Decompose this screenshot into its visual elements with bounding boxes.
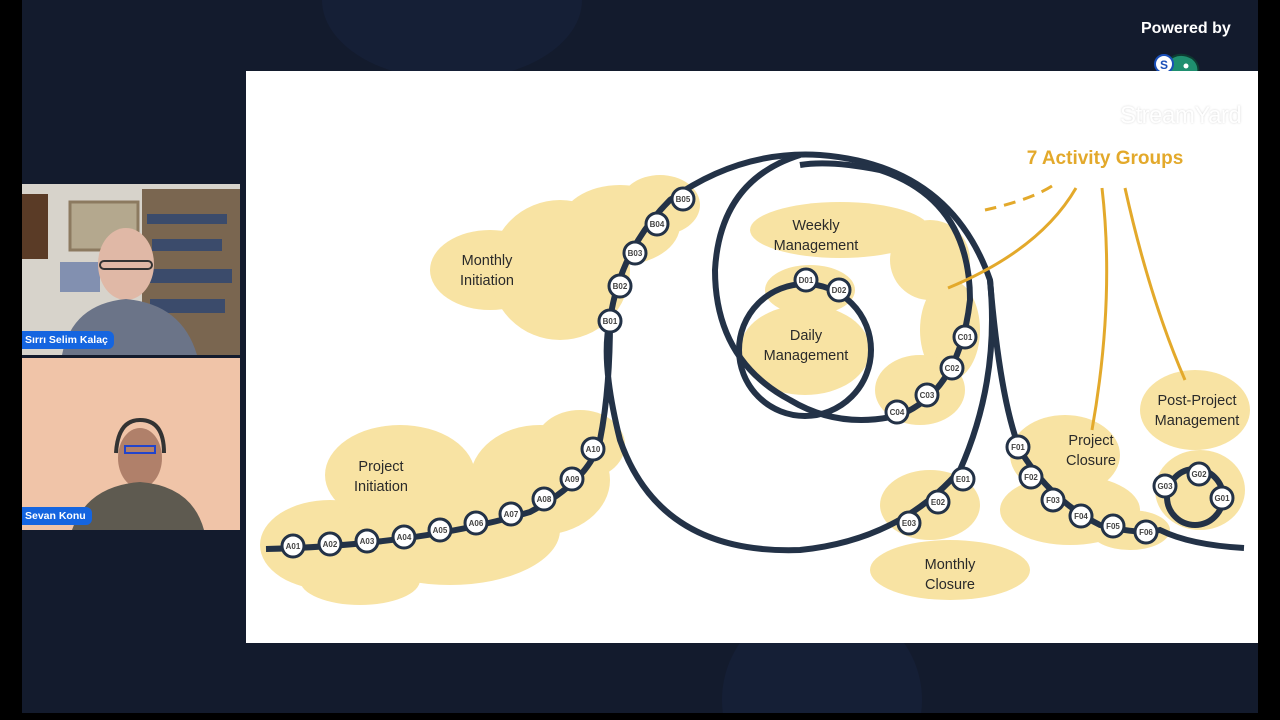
activity-node-label: A06: [469, 519, 484, 528]
activity-node-label: D02: [832, 286, 847, 295]
activity-node: [670, 186, 696, 212]
powered-by-label: Powered by: [1141, 20, 1231, 37]
activity-node-label: F03: [1046, 496, 1060, 505]
participant-name-tag: Sevan Konu: [22, 507, 92, 525]
activity-node: [1152, 473, 1178, 499]
activity-node-label: A09: [565, 475, 580, 484]
activity-node-label: A01: [286, 542, 301, 551]
activity-node: [1005, 434, 1031, 460]
activity-node: [1040, 487, 1066, 513]
activity-nodes: A01 A02 A03 A04 A05 A06 A07 A08 A09 A10 B01 B02 B03 B…: [280, 186, 1235, 559]
activity-node-label: E01: [956, 475, 971, 484]
activity-node-label: A05: [433, 526, 448, 535]
activity-node-label: C03: [920, 391, 935, 400]
activity-node: [280, 533, 306, 559]
activity-node: [531, 486, 557, 512]
activity-node-label: B05: [676, 195, 691, 204]
activity-node-label: F06: [1139, 528, 1153, 537]
activity-node-label: A03: [360, 537, 375, 546]
activity-node: [644, 211, 670, 237]
background-shape: [322, 0, 582, 80]
activity-node-label: B03: [628, 249, 643, 258]
activity-node: [896, 510, 922, 536]
activity-node: [884, 399, 910, 425]
participant-video-tile[interactable]: Sırrı Selim Kalaç: [22, 184, 240, 355]
activity-node: [925, 489, 951, 515]
activity-node: [793, 267, 819, 293]
activity-node: [1186, 461, 1212, 487]
activity-node-label: C02: [945, 364, 960, 373]
activity-node-label: E03: [902, 519, 917, 528]
activity-node-label: A02: [323, 540, 338, 549]
activity-node: [826, 277, 852, 303]
video-feed: [22, 184, 240, 355]
activity-node-label: A10: [586, 445, 601, 454]
activity-node-label: G01: [1214, 494, 1230, 503]
activity-node: [1209, 485, 1235, 511]
activity-node-label: G03: [1157, 482, 1173, 491]
activity-node: [391, 524, 417, 550]
activity-node: [914, 382, 940, 408]
activity-node-label: D01: [799, 276, 814, 285]
svg-text:S: S: [1160, 58, 1168, 72]
activity-node-label: A08: [537, 495, 552, 504]
video-feed: [22, 358, 240, 530]
activity-node-label: F01: [1011, 443, 1025, 452]
activity-node-label: E02: [931, 498, 946, 507]
activity-node: [463, 510, 489, 536]
activity-node: [607, 273, 633, 299]
activity-node: [317, 531, 343, 557]
slide-title: 7 Activity Groups: [1027, 148, 1184, 169]
activity-node: [952, 324, 978, 350]
activity-node: [1100, 513, 1126, 539]
activity-node: [597, 308, 623, 334]
activity-node-label: C04: [890, 408, 905, 417]
activity-node-label: C01: [958, 333, 973, 342]
activity-node-label: F02: [1024, 473, 1038, 482]
activity-node: [950, 466, 976, 492]
activity-node: [939, 355, 965, 381]
activity-node-label: F05: [1106, 522, 1120, 531]
activity-group-pointers: [947, 184, 1187, 431]
activity-node: [622, 240, 648, 266]
activity-node-label: B02: [613, 282, 628, 291]
activity-node: [1133, 519, 1159, 545]
activity-node-label: F04: [1074, 512, 1088, 521]
activity-node: [580, 436, 606, 462]
participant-name-tag: Sırrı Selim Kalaç: [22, 331, 114, 349]
streamyard-wordmark: StreamYard: [1120, 102, 1242, 129]
activity-node: [1018, 464, 1044, 490]
activity-node-label: B04: [650, 220, 665, 229]
activity-node: [498, 501, 524, 527]
activity-node: [427, 517, 453, 543]
activity-node-label: G02: [1191, 470, 1207, 479]
activity-node-label: B01: [603, 317, 618, 326]
activity-node: [559, 466, 585, 492]
activity-node: [354, 528, 380, 554]
activity-node-label: A07: [504, 510, 519, 519]
activity-node-label: A04: [397, 533, 412, 542]
activity-node: [1068, 503, 1094, 529]
participant-video-tile[interactable]: Sevan Konu: [22, 358, 240, 530]
